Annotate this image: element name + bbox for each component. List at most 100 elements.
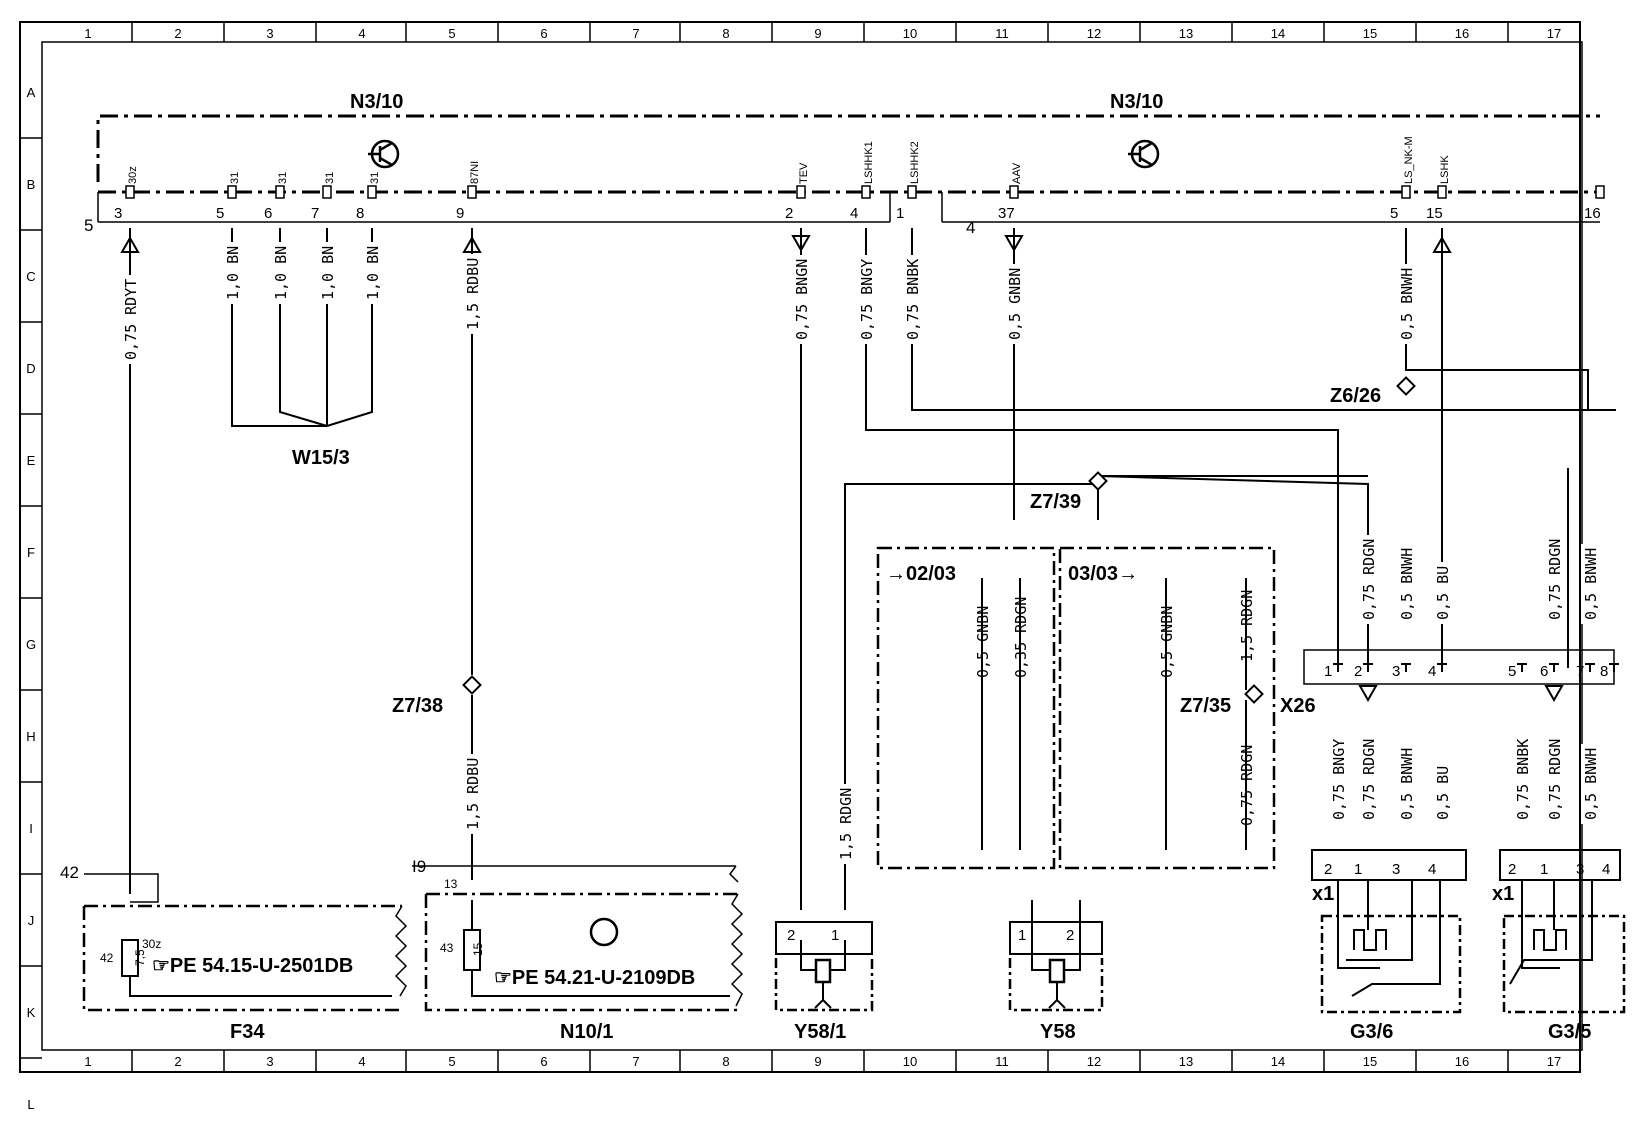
wire-label-bg bbox=[836, 784, 854, 864]
pin-terminal bbox=[1517, 663, 1527, 672]
page-ref-02-03: →02/03 bbox=[886, 563, 956, 585]
pin-terminal bbox=[796, 185, 806, 199]
grid-column-label: 1 bbox=[84, 26, 91, 41]
wire-label: 0,75 RDGN bbox=[1546, 739, 1564, 820]
grid-column-label: 1 bbox=[84, 1054, 91, 1069]
pin-terminal bbox=[861, 185, 871, 199]
g3-6-pin-number: 2 bbox=[1324, 861, 1332, 878]
pin-number: 37 bbox=[998, 205, 1015, 222]
wire-label-bg bbox=[463, 254, 481, 334]
wire-label: 0,5 BU bbox=[1434, 766, 1452, 820]
n10-fuse-value: 15 bbox=[471, 942, 485, 956]
pin-signal: LSHHK1 bbox=[863, 141, 875, 184]
wire-label-bg bbox=[1005, 264, 1023, 344]
wire-label: 0,75 BNGY bbox=[1330, 739, 1348, 820]
grid-column-label: 8 bbox=[722, 1054, 729, 1069]
splice-z6-26: Z6/26 bbox=[1330, 385, 1381, 407]
g3-6-pin-number: 4 bbox=[1428, 861, 1436, 878]
pin-terminal bbox=[1609, 663, 1619, 672]
grid-column-label: 6 bbox=[540, 26, 547, 41]
n3-10-left-label: N3/10 bbox=[350, 91, 403, 113]
x26-label: X26 bbox=[1280, 695, 1316, 717]
grid-column-label: 3 bbox=[266, 26, 273, 41]
wire-label-bg bbox=[1433, 562, 1451, 624]
grid-column-label: 11 bbox=[995, 26, 1009, 41]
x26-pin-number: 3 bbox=[1392, 663, 1400, 680]
wire-label-bg bbox=[792, 255, 810, 344]
g3-5-pin-number: 1 bbox=[1540, 861, 1548, 878]
wire-label-bg bbox=[1581, 744, 1599, 824]
pin-signal: LSHHK2 bbox=[909, 141, 921, 184]
pin-signal: 87NI bbox=[469, 161, 481, 184]
f34-reference: ☞PE 54.15-U-2501DB bbox=[152, 955, 353, 977]
wire-label: 0,75 BNBK bbox=[1514, 739, 1532, 820]
grid-column-label: 13 bbox=[1179, 26, 1193, 41]
grid-row-label: C bbox=[26, 269, 35, 284]
y58-valve bbox=[1008, 900, 1104, 1012]
g3-5-pin-number: 3 bbox=[1576, 861, 1584, 878]
y58-1-label: Y58/1 bbox=[794, 1021, 846, 1043]
grid-column-labels: 1122334455667788991010111112121313141415… bbox=[84, 22, 1561, 1072]
wire-label-bg bbox=[1359, 735, 1377, 824]
n10-terminal: I9 bbox=[412, 857, 426, 876]
splice-z7-35: Z7/35 bbox=[1180, 695, 1231, 717]
grid-row-label: I bbox=[29, 821, 33, 836]
n10-1-box bbox=[412, 865, 744, 1012]
splice-z7-38: Z7/38 bbox=[392, 695, 443, 717]
pin-number: 7 bbox=[311, 205, 319, 222]
wire-label: 0,75 RDYT bbox=[122, 279, 140, 360]
pin-signal: LSHK bbox=[1439, 155, 1451, 184]
x26-pin-number: 4 bbox=[1428, 663, 1436, 680]
wire-label: 1,0 BN bbox=[272, 246, 290, 300]
grid-row-label: A bbox=[27, 85, 36, 100]
pin-terminal bbox=[1009, 185, 1019, 199]
wire-label: 1,5 RDGN bbox=[837, 788, 855, 860]
pin-number: 8 bbox=[356, 205, 364, 222]
n10-reference: ☞PE 54.21-U-2109DB bbox=[494, 967, 695, 989]
grid-column-label: 12 bbox=[1087, 26, 1101, 41]
wires bbox=[981, 578, 1247, 850]
pin-signal: 31 bbox=[369, 172, 381, 184]
n3-10-pins: 330z531631731831987NI2TEV4LSHHK11LSHHK23… bbox=[114, 136, 1605, 253]
wire-label: 0,75 RDGN bbox=[1546, 539, 1564, 620]
wire-label-bg bbox=[1545, 535, 1563, 624]
grid-row-label: K bbox=[27, 1005, 36, 1020]
grid-column-label: 17 bbox=[1547, 26, 1561, 41]
grid-column-label: 3 bbox=[266, 1054, 273, 1069]
g3-5-label: G3/5 bbox=[1548, 1021, 1591, 1043]
grid-row-label: L bbox=[27, 1097, 34, 1112]
grid-column-label: 15 bbox=[1363, 1054, 1377, 1069]
pin-number: 16 bbox=[1584, 205, 1601, 222]
x1-label: x1 bbox=[1312, 883, 1334, 905]
pin-signal: 31 bbox=[324, 172, 336, 184]
wire-label-bg bbox=[1581, 544, 1599, 624]
x26-pin-number: 6 bbox=[1540, 663, 1548, 680]
y58-pin-number: 1 bbox=[1018, 927, 1026, 944]
f34-label: F34 bbox=[230, 1021, 265, 1043]
wire-label: 1,0 BN bbox=[364, 246, 382, 300]
grid-row-label: G bbox=[26, 637, 36, 652]
grid-row-label: D bbox=[26, 361, 35, 376]
wire-label-bg bbox=[1397, 544, 1415, 624]
block-number: 5 bbox=[84, 216, 93, 235]
pin-number: 1 bbox=[896, 205, 904, 222]
grid-column-label: 10 bbox=[903, 26, 917, 41]
w15-3-label: W15/3 bbox=[292, 447, 350, 469]
page-ref-03-03: 03/03→ bbox=[1068, 563, 1138, 585]
pin-terminal bbox=[1401, 185, 1411, 199]
wire-label: 1,5 RDBU bbox=[464, 758, 482, 830]
wire-label: 0,5 BNWH bbox=[1398, 268, 1416, 340]
pin-terminal bbox=[1595, 185, 1605, 199]
wire-label-bg bbox=[857, 255, 875, 344]
pin-number: 5 bbox=[1390, 205, 1398, 222]
pin-number: 6 bbox=[264, 205, 272, 222]
grid-column-label: 12 bbox=[1087, 1054, 1101, 1069]
pin-terminal bbox=[227, 185, 237, 199]
grid-column-label: 15 bbox=[1363, 26, 1377, 41]
transistor-icon bbox=[368, 139, 400, 169]
pin-number: 5 bbox=[216, 205, 224, 222]
